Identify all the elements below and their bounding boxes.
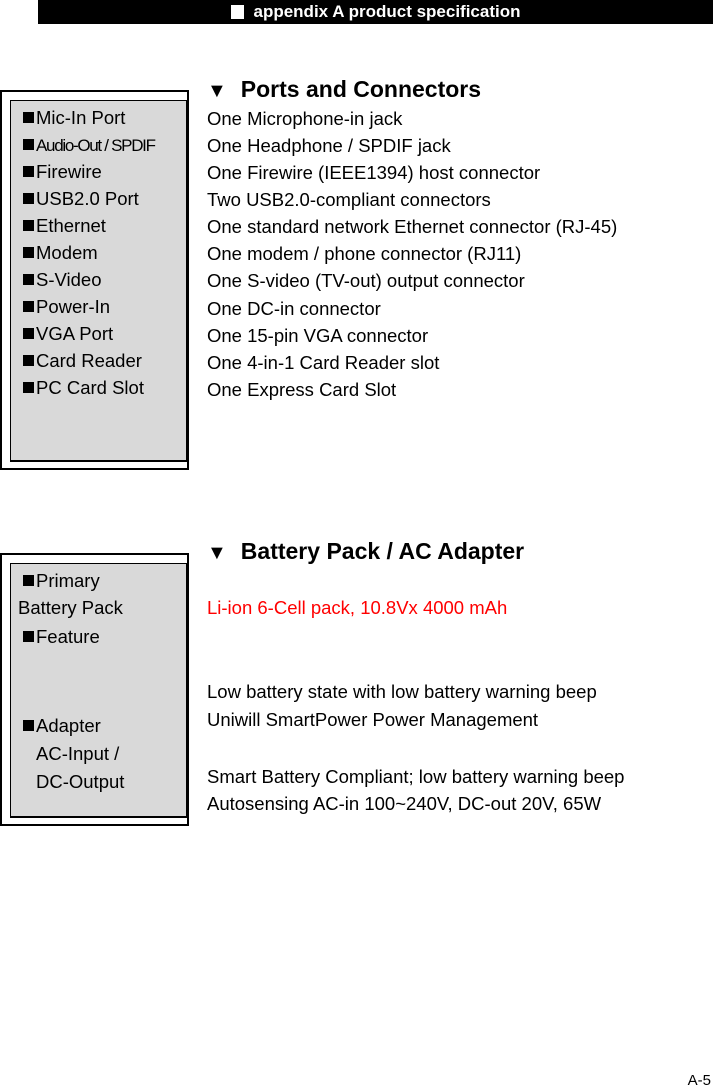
label-s-video: S-Video — [23, 269, 101, 291]
desc-feature-line1: Low battery state with low battery warni… — [207, 681, 597, 702]
label-primary-battery: Primary — [23, 570, 100, 592]
square-bullet-icon — [23, 382, 34, 393]
desc-firewire: One Firewire (IEEE1394) host connector — [207, 162, 541, 183]
square-bullet-icon — [23, 631, 34, 642]
label-text: VGA Port — [36, 323, 114, 344]
square-bullet-icon — [23, 355, 34, 366]
desc-modem: One modem / phone connector (RJ11) — [207, 243, 522, 264]
desc-ethernet: One standard network Ethernet connector … — [207, 216, 618, 237]
ports-section-title: ▼ Ports and Connectors — [207, 76, 481, 103]
desc-mic-in: One Microphone-in jack — [207, 108, 403, 129]
desc-dc-in: One DC-in connector — [207, 298, 381, 319]
desc-adapter-line1: Smart Battery Compliant; low battery war… — [207, 766, 625, 787]
appendix-header-bar: appendix A product specification — [38, 0, 713, 24]
label-text: Audio-Out / SPDIF — [36, 136, 156, 155]
label-card-reader: Card Reader — [23, 350, 142, 372]
appendix-title: appendix A product specification — [253, 2, 521, 21]
label-text: USB2.0 Port — [36, 188, 139, 209]
label-text: Card Reader — [36, 350, 142, 371]
triangle-down-icon: ▼ — [207, 542, 227, 564]
label-pc-card: PC Card Slot — [23, 377, 144, 399]
square-bullet-icon — [23, 328, 34, 339]
desc-primary-battery: Li-ion 6-Cell pack, 10.8Vx 4000 mAh — [207, 597, 508, 618]
label-text: Primary — [36, 570, 100, 591]
label-audio-out: Audio-Out / SPDIF — [23, 135, 156, 157]
label-text: Ethernet — [36, 215, 106, 236]
label-text: Modem — [36, 242, 98, 263]
label-text: Power-In — [36, 296, 111, 317]
label-ethernet: Ethernet — [23, 215, 106, 237]
desc-card-reader: One 4-in-1 Card Reader slot — [207, 352, 440, 373]
square-bullet-icon — [23, 274, 34, 285]
label-power-in: Power-In — [23, 296, 110, 318]
label-text: S-Video — [36, 269, 102, 290]
square-bullet-icon — [230, 5, 244, 19]
desc-express-card: One Express Card Slot — [207, 379, 397, 400]
desc-headphone: One Headphone / SPDIF jack — [207, 135, 451, 156]
label-text: Mic-In Port — [36, 107, 126, 128]
section-title-text: Ports and Connectors — [240, 76, 482, 102]
label-vga: VGA Port — [23, 323, 113, 345]
label-primary-battery-line2: Battery Pack — [18, 597, 123, 618]
label-firewire: Firewire — [23, 161, 102, 183]
label-text: PC Card Slot — [36, 377, 144, 398]
label-adapter-line3: DC-Output — [36, 771, 125, 792]
square-bullet-icon — [23, 301, 34, 312]
label-modem: Modem — [23, 242, 98, 264]
page-number: A-5 — [687, 1072, 711, 1089]
square-bullet-icon — [23, 575, 34, 586]
section-title-text: Battery Pack / AC Adapter — [240, 538, 525, 564]
triangle-down-icon: ▼ — [207, 80, 227, 102]
square-bullet-icon — [23, 247, 34, 258]
label-mic-in: Mic-In Port — [23, 107, 125, 129]
label-adapter-line2: AC-Input / — [36, 743, 120, 764]
desc-feature-line2: Uniwill SmartPower Power Management — [207, 709, 539, 730]
desc-usb: Two USB2.0-compliant connectors — [207, 189, 491, 210]
square-bullet-icon — [23, 112, 34, 123]
label-text: Feature — [36, 626, 100, 647]
label-feature: Feature — [23, 626, 100, 648]
label-text: Adapter — [36, 715, 101, 736]
desc-vga: One 15-pin VGA connector — [207, 325, 429, 346]
square-bullet-icon — [23, 139, 34, 150]
ports-label-box: Mic-In Port Audio-Out / SPDIF Firewire U… — [0, 90, 189, 470]
square-bullet-icon — [23, 720, 34, 731]
square-bullet-icon — [23, 193, 34, 204]
square-bullet-icon — [23, 166, 34, 177]
desc-adapter-line2: Autosensing AC-in 100~240V, DC-out 20V, … — [207, 793, 602, 814]
square-bullet-icon — [23, 220, 34, 231]
battery-label-panel: Primary Battery Pack Feature Adapter AC-… — [10, 563, 188, 818]
label-usb: USB2.0 Port — [23, 188, 139, 210]
battery-section-title: ▼ Battery Pack / AC Adapter — [207, 538, 524, 565]
battery-label-box: Primary Battery Pack Feature Adapter AC-… — [0, 553, 189, 826]
label-text: Firewire — [36, 161, 102, 182]
desc-s-video: One S-video (TV-out) output connector — [207, 270, 525, 291]
label-adapter: Adapter — [23, 715, 101, 737]
ports-label-panel: Mic-In Port Audio-Out / SPDIF Firewire U… — [10, 100, 188, 462]
